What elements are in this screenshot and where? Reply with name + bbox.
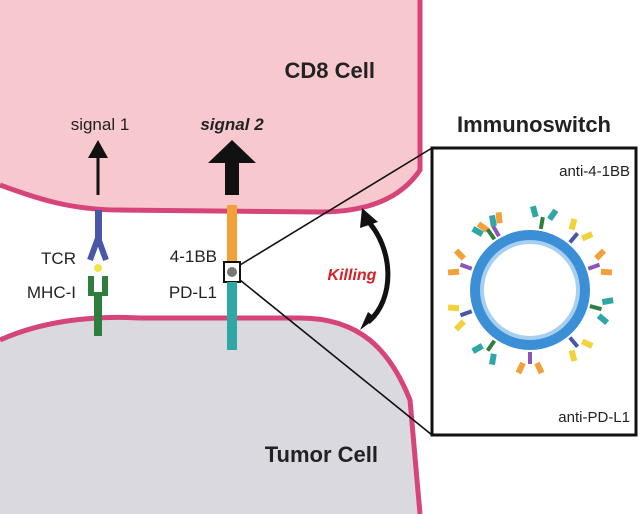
mhc-i-label: MHC-I: [27, 283, 76, 302]
signal-1-label: signal 1: [71, 115, 130, 134]
zoom-line-bottom: [239, 279, 433, 436]
inset-top-antibody-label: anti-4-1BB: [559, 163, 630, 180]
cd8-cell-body: [0, 0, 420, 212]
antibody-icon: [515, 352, 545, 375]
tumor-cell-label: Tumor Cell: [265, 442, 378, 467]
tumor-cell-membrane: [0, 314, 423, 514]
killing-arrow: [363, 216, 391, 324]
cd8-cell-membrane: [0, 0, 423, 215]
antibody-icon: [568, 336, 594, 362]
signal-2-arrow-head: [208, 140, 256, 163]
antibody-icon: [471, 339, 497, 366]
4-1bb-receptor: [227, 205, 237, 267]
killing-arrow-head-top: [360, 208, 378, 228]
antibody-icon: [447, 248, 473, 276]
antibody-group: [447, 205, 614, 375]
small-particle: [227, 267, 237, 277]
antibody-icon: [589, 297, 614, 326]
antibody-icon: [471, 214, 497, 241]
tcr-receptor: [87, 210, 109, 272]
killing-arrow-head-bottom: [360, 312, 376, 330]
inset-bottom-antibody-label: anti-PD-L1: [558, 409, 630, 426]
pd-l1-molecule: [227, 282, 237, 350]
antibody-icon: [587, 248, 613, 276]
antibody-icon: [447, 304, 473, 332]
antibody-icon: [530, 205, 559, 230]
cd8-cell-label: CD8 Cell: [285, 58, 375, 83]
signal-2-arrow-shaft: [225, 160, 239, 195]
particle-core: [482, 242, 578, 338]
killing-label: Killing: [328, 267, 377, 284]
particle-inner-ring: [480, 240, 580, 340]
4-1bb-label: 4-1BB: [170, 247, 217, 266]
mhc-i-molecule: [88, 276, 108, 336]
signal-2-label: signal 2: [200, 115, 264, 134]
antibody-icon: [476, 212, 503, 238]
tcr-label: TCR: [41, 249, 76, 268]
zoom-line-top: [239, 147, 433, 266]
signal-1-arrow-head: [88, 140, 108, 158]
inset-title: Immunoswitch: [457, 112, 611, 137]
pd-l1-label: PD-L1: [169, 283, 217, 302]
tumor-cell-body: [0, 317, 420, 514]
antibody-icon: [568, 218, 594, 244]
